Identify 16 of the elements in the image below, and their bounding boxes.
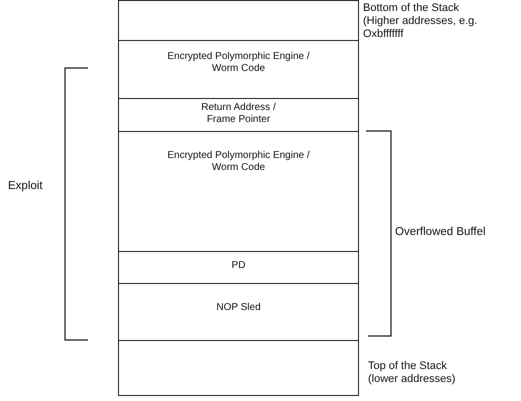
stack-cell	[118, 131, 359, 252]
cell-label: Encrypted Polymorphic Engine / Worm Code	[166, 51, 311, 75]
stack-cell	[118, 251, 359, 284]
cell-label: NOP Sled	[215, 302, 262, 314]
stack-cell	[118, 98, 359, 132]
stack-end-note: Bottom of the Stack (Higher addresses, e.g. Oxbfffffff	[363, 2, 478, 41]
cell-label: PD	[230, 260, 246, 272]
bracket-label: Exploit	[8, 180, 43, 192]
stack-end-note: Top of the Stack (lower addresses)	[368, 360, 456, 386]
stack-cell	[118, 40, 359, 99]
cell-label: Encrypted Polymorphic Engine / Worm Code	[166, 150, 311, 174]
bracket-label: Overflowed Buffel	[395, 226, 486, 238]
cell-label: Return Address / Frame Pointer	[200, 102, 277, 126]
stack-cell	[118, 340, 359, 396]
stack-cell	[118, 283, 359, 341]
stack-cell	[118, 0, 359, 41]
